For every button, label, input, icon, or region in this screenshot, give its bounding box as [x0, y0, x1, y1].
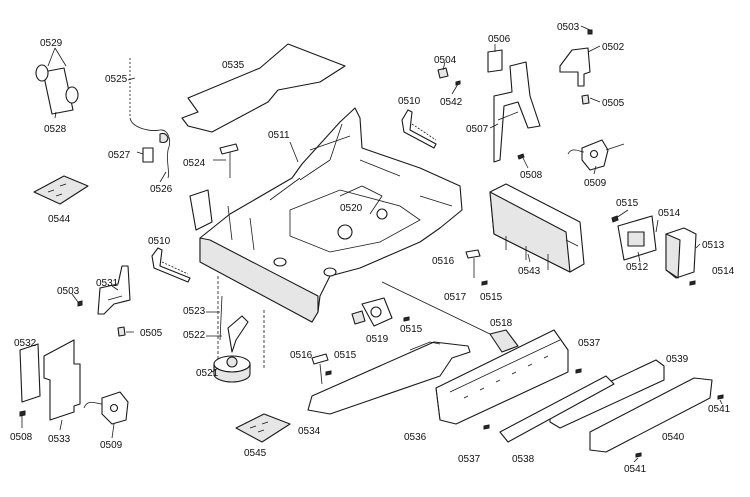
label-0515-top: 0515 — [616, 198, 639, 209]
label-0506: 0506 — [488, 34, 511, 45]
label-0516-lower: 0516 — [290, 350, 313, 361]
part-0540-toe-panel — [589, 377, 713, 453]
label-0531: 0531 — [96, 278, 119, 289]
label-0526: 0526 — [150, 184, 173, 195]
label-0536: 0536 — [404, 432, 427, 443]
label-0527: 0527 — [108, 150, 131, 161]
part-0525-coil-hose — [127, 58, 170, 183]
part-0528-hose-clamp — [35, 47, 79, 119]
label-0541-right: 0541 — [708, 404, 731, 415]
label-0538: 0538 — [512, 454, 535, 465]
label-0521: 0521 — [196, 368, 219, 379]
part-0524-foot-bolt — [213, 143, 239, 178]
label-0541-bottom: 0541 — [624, 464, 647, 475]
part-0508-screw-top — [517, 153, 529, 169]
part-0541-screws — [633, 394, 724, 463]
label-0523: 0523 — [183, 306, 206, 317]
label-0532: 0532 — [14, 338, 37, 349]
part-0521-pump-assembly — [206, 276, 265, 383]
label-0535: 0535 — [222, 60, 245, 71]
label-0503-top: 0503 — [557, 22, 580, 33]
label-0539: 0539 — [666, 354, 689, 365]
part-0516-adjust-foot-lower — [311, 353, 332, 385]
part-labels: 0529 0528 0525 0535 0504 0542 0506 0503 … — [10, 22, 735, 475]
label-0505-left: 0505 — [140, 328, 163, 339]
part-0517-rod — [381, 281, 491, 335]
label-0502: 0502 — [602, 42, 625, 53]
label-0509-left: 0509 — [100, 440, 123, 451]
part-0538-trim-strip — [499, 375, 615, 443]
part-0534-base-plate — [307, 341, 471, 415]
label-0508-top: 0508 — [520, 170, 543, 181]
label-0515-valve: 0515 — [400, 324, 423, 335]
part-0510-spring-bracket-top — [401, 109, 437, 149]
label-0525: 0525 — [105, 74, 128, 85]
part-0510-spring-bracket-left — [151, 247, 191, 283]
label-0504: 0504 — [434, 55, 457, 66]
label-0508-left: 0508 — [10, 432, 33, 443]
part-0509-latch-top — [567, 139, 625, 175]
label-0514-top: 0514 — [658, 208, 681, 219]
label-0528: 0528 — [44, 124, 67, 135]
part-0511-base-tub — [189, 107, 463, 323]
label-0511: 0511 — [268, 130, 290, 141]
part-0536-front-rail — [435, 329, 582, 430]
label-0505-top: 0505 — [602, 98, 625, 109]
label-0544: 0544 — [48, 214, 71, 225]
label-0540: 0540 — [662, 432, 685, 443]
label-0543: 0543 — [518, 266, 541, 277]
label-0515-mid: 0515 — [480, 292, 503, 303]
part-0539-kick-strip — [549, 359, 665, 429]
label-0517: 0517 — [444, 292, 467, 303]
label-0537-top: 0537 — [578, 338, 601, 349]
label-0537-bottom: 0537 — [458, 454, 481, 465]
part-0535-cover-plate — [181, 43, 346, 133]
part-0516-adjust-foot — [465, 249, 488, 286]
label-0516-top: 0516 — [432, 256, 455, 267]
part-0520-drain-channel — [339, 185, 383, 215]
part-0545-insulation-pad — [235, 413, 291, 443]
label-0545: 0545 — [244, 448, 267, 459]
label-0514-right: 0514 — [712, 266, 735, 277]
label-0533: 0533 — [48, 434, 71, 445]
part-0519-valve — [351, 297, 410, 327]
label-0529: 0529 — [40, 38, 63, 49]
label-0534: 0534 — [298, 426, 321, 437]
part-0502-hinge-bracket — [559, 25, 601, 105]
label-0510-top: 0510 — [398, 96, 421, 107]
label-0520: 0520 — [340, 203, 363, 214]
part-0506-mounting-bracket — [487, 44, 541, 163]
label-0509-top: 0509 — [584, 178, 607, 189]
part-0512-switch-housing — [611, 209, 657, 263]
part-0504-nut — [437, 61, 461, 95]
part-0513-cover-cap — [655, 219, 701, 286]
part-0543-control-module — [489, 183, 585, 273]
part-0531-side-bracket — [71, 265, 134, 337]
part-0518-tip — [489, 329, 519, 353]
label-0522: 0522 — [183, 330, 206, 341]
label-0507: 0507 — [466, 124, 489, 135]
label-0542: 0542 — [440, 97, 463, 108]
part-0532-side-panel — [19, 339, 129, 439]
label-0503-left: 0503 — [57, 286, 80, 297]
label-0518: 0518 — [490, 318, 513, 329]
label-0515-lower: 0515 — [334, 350, 357, 361]
label-0524: 0524 — [183, 158, 206, 169]
label-0519: 0519 — [366, 334, 389, 345]
part-0544-insulation-pad — [33, 175, 89, 205]
label-0513: 0513 — [702, 240, 725, 251]
label-0510-left: 0510 — [148, 236, 171, 247]
label-0512: 0512 — [626, 262, 649, 273]
